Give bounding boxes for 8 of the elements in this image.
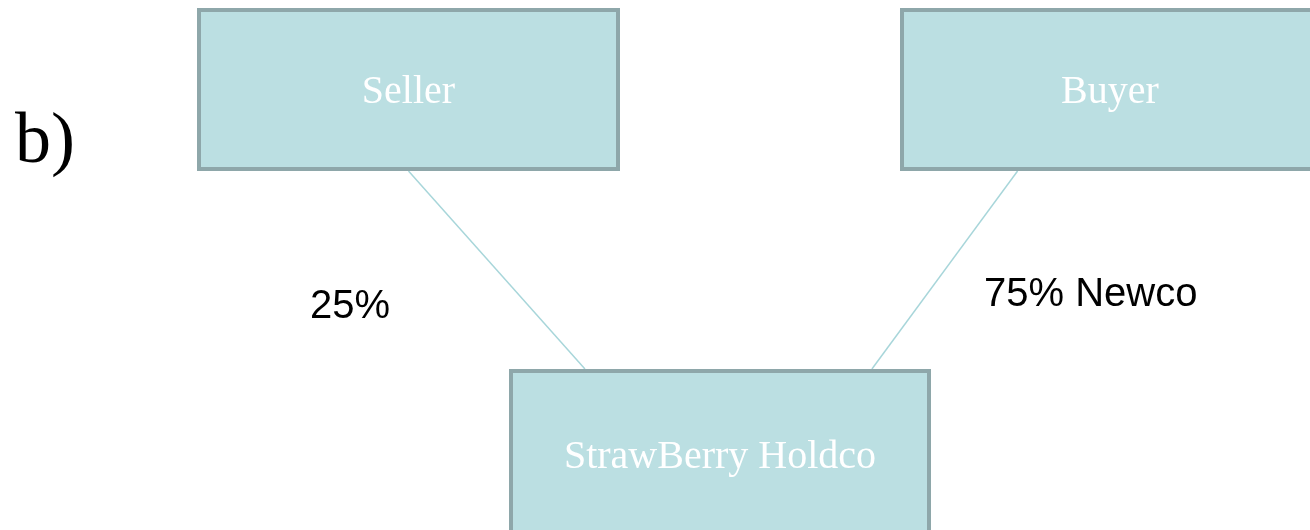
ownership-line (871, 170, 1019, 370)
entity-box (197, 8, 620, 171)
entity-box (509, 369, 931, 530)
ownership-line (407, 170, 586, 370)
entity-name: Buyer (1061, 66, 1159, 113)
entity-box (900, 8, 1310, 171)
entity-name: Seller (361, 66, 456, 113)
entity-name: StrawBerry Holdco (563, 430, 877, 478)
